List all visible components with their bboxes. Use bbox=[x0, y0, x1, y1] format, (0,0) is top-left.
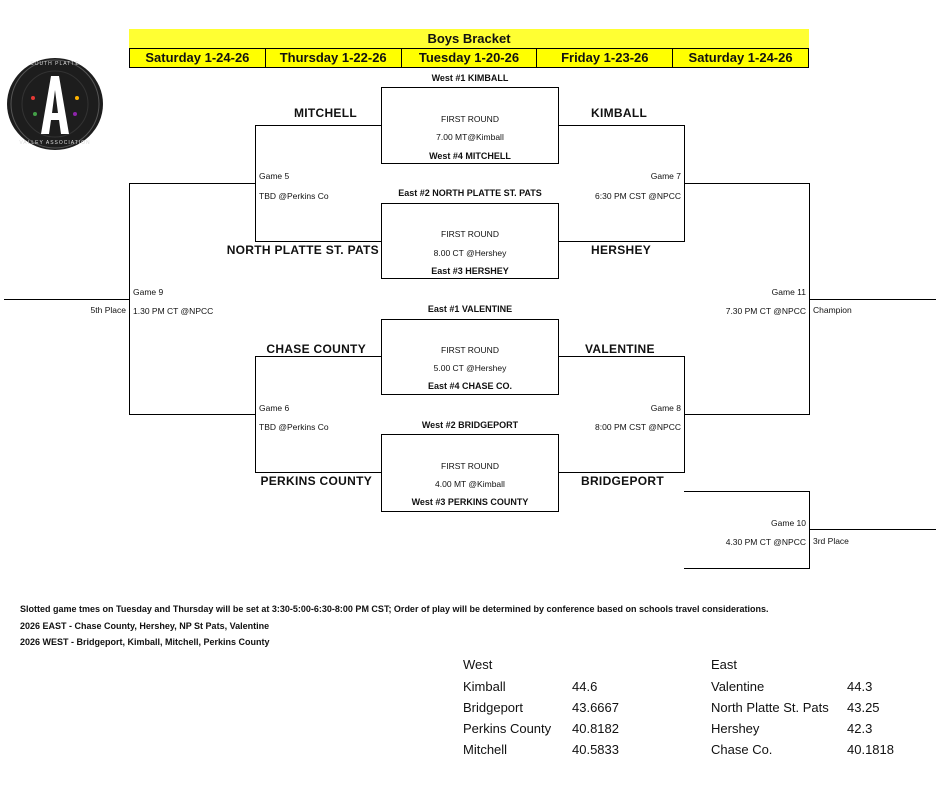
west-team-4: Mitchell bbox=[463, 742, 508, 757]
bracket-line bbox=[255, 125, 381, 126]
seed-bottom-4: West #3 PERKINS COUNTY bbox=[411, 497, 529, 507]
game6-time: TBD @Perkins Co bbox=[259, 422, 329, 432]
bracket-line bbox=[809, 299, 936, 300]
east-score-3: 42.3 bbox=[847, 721, 873, 736]
seed-bottom-3: East #4 CHASE CO. bbox=[427, 381, 513, 391]
team-left-1: MITCHELL bbox=[293, 106, 357, 120]
game7-time: 6:30 PM CST @NPCC bbox=[595, 191, 681, 201]
day-header-1: Saturday 1-24-26 bbox=[130, 49, 265, 67]
round-label-4: FIRST ROUND bbox=[441, 461, 499, 471]
game9-time: 1.30 PM CT @NPCC bbox=[133, 306, 214, 316]
bracket-line bbox=[559, 356, 684, 357]
game9-label: Game 9 bbox=[133, 287, 164, 297]
third-place-label: 3rd Place bbox=[813, 536, 849, 546]
round-label-2: FIRST ROUND bbox=[441, 229, 499, 239]
game8-time: 8:00 PM CST @NPCC bbox=[595, 422, 681, 432]
west-team-1: Kimball bbox=[463, 679, 506, 694]
east-score-4: 40.1818 bbox=[847, 742, 894, 757]
team-right-3: VALENTINE bbox=[585, 342, 655, 356]
seed-bottom-2: East #3 HERSHEY bbox=[431, 266, 509, 276]
bracket-line bbox=[809, 491, 810, 569]
day-header-4: Friday 1-23-26 bbox=[536, 49, 673, 67]
bracket-line bbox=[129, 183, 256, 184]
team-right-1: KIMBALL bbox=[591, 106, 648, 120]
seed-top-3: East #1 VALENTINE bbox=[427, 304, 513, 314]
first-round-box-4 bbox=[381, 434, 559, 512]
round-time-3: 5.00 CT @Hershey bbox=[433, 363, 507, 373]
game7-label: Game 7 bbox=[650, 171, 681, 181]
note-west: 2026 WEST - Bridgeport, Kimball, Mitchel… bbox=[20, 637, 270, 647]
logo-top-text: SOUTH PLATTE bbox=[30, 61, 80, 67]
bracket-line bbox=[684, 491, 809, 492]
round-time-2: 8.00 CT @Hershey bbox=[433, 248, 507, 258]
team-left-4: PERKINS COUNTY bbox=[260, 474, 372, 488]
bracket-line bbox=[559, 125, 684, 126]
round-time-4: 4.00 MT @Kimball bbox=[435, 479, 505, 489]
round-label-1: FIRST ROUND bbox=[441, 114, 499, 124]
west-score-4: 40.5833 bbox=[572, 742, 619, 757]
west-team-2: Bridgeport bbox=[463, 700, 523, 715]
seed-top-4: West #2 BRIDGEPORT bbox=[421, 420, 519, 430]
game10-time: 4.30 PM CT @NPCC bbox=[725, 537, 806, 547]
bracket-line bbox=[684, 568, 809, 569]
game11-label: Game 11 bbox=[771, 287, 806, 297]
west-team-3: Perkins County bbox=[463, 721, 552, 736]
logo-bottom-text: VALLEY ASSOCIATION bbox=[19, 140, 91, 146]
bracket-line bbox=[129, 414, 256, 415]
east-team-3: Hershey bbox=[711, 721, 760, 736]
west-score-2: 43.6667 bbox=[572, 700, 619, 715]
game5-time: TBD @Perkins Co bbox=[259, 191, 329, 201]
bracket-line bbox=[559, 241, 684, 242]
game11-time: 7.30 PM CT @NPCC bbox=[725, 306, 806, 316]
round-label-3: FIRST ROUND bbox=[441, 345, 499, 355]
first-round-box-1 bbox=[381, 87, 559, 164]
day-header-3: Tuesday 1-20-26 bbox=[400, 49, 537, 67]
bracket-line bbox=[559, 472, 684, 473]
team-left-2: NORTH PLATTE ST. PATS bbox=[226, 243, 379, 257]
west-score-3: 40.8182 bbox=[572, 721, 619, 736]
team-right-2: HERSHEY bbox=[591, 243, 652, 257]
game6-label: Game 6 bbox=[259, 403, 290, 413]
east-score-2: 43.25 bbox=[847, 700, 880, 715]
game8-label: Game 8 bbox=[650, 403, 681, 413]
note-east: 2026 EAST - Chase County, Hershey, NP St… bbox=[20, 621, 270, 631]
bracket-line bbox=[684, 414, 809, 415]
bracket-line bbox=[255, 241, 381, 242]
east-team-4: Chase Co. bbox=[711, 742, 773, 757]
bracket-title: Boys Bracket bbox=[129, 29, 809, 48]
seed-top-2: East #2 NORTH PLATTE ST. PATS bbox=[398, 188, 542, 198]
seed-top-1: West #1 KIMBALL bbox=[431, 73, 509, 83]
game5-label: Game 5 bbox=[259, 171, 290, 181]
standings-west-title: West bbox=[463, 657, 493, 672]
logo-emblem-icon bbox=[10, 59, 100, 149]
team-right-4: BRIDGEPORT bbox=[581, 474, 665, 488]
first-round-box-2 bbox=[381, 203, 559, 279]
round-time-1: 7.00 MT@Kimball bbox=[436, 132, 504, 142]
first-round-box-3 bbox=[381, 319, 559, 395]
bracket-line bbox=[255, 356, 381, 357]
day-header-row: Saturday 1-24-26 Thursday 1-22-26 Tuesda… bbox=[129, 48, 809, 68]
east-team-2: North Platte St. Pats bbox=[711, 700, 829, 715]
west-score-1: 44.6 bbox=[572, 679, 598, 694]
game10-label: Game 10 bbox=[771, 518, 806, 528]
team-left-3: CHASE COUNTY bbox=[266, 342, 366, 356]
day-header-2: Thursday 1-22-26 bbox=[264, 49, 401, 67]
fifth-place-label: 5th Place bbox=[90, 305, 126, 315]
day-header-5: Saturday 1-24-26 bbox=[672, 49, 808, 67]
champion-label: Champion bbox=[813, 305, 852, 315]
east-team-1: Valentine bbox=[711, 679, 765, 694]
bracket-line bbox=[809, 529, 936, 530]
east-score-1: 44.3 bbox=[847, 679, 873, 694]
bracket-line bbox=[684, 183, 809, 184]
bracket-line bbox=[4, 299, 130, 300]
standings-east-title: East bbox=[711, 657, 738, 672]
note-schedule: Slotted game tmes on Tuesday and Thursda… bbox=[20, 604, 769, 614]
seed-bottom-1: West #4 MITCHELL bbox=[429, 151, 511, 161]
bracket-line bbox=[255, 472, 381, 473]
association-logo: SOUTH PLATTE VALLEY ASSOCIATION bbox=[7, 58, 103, 150]
